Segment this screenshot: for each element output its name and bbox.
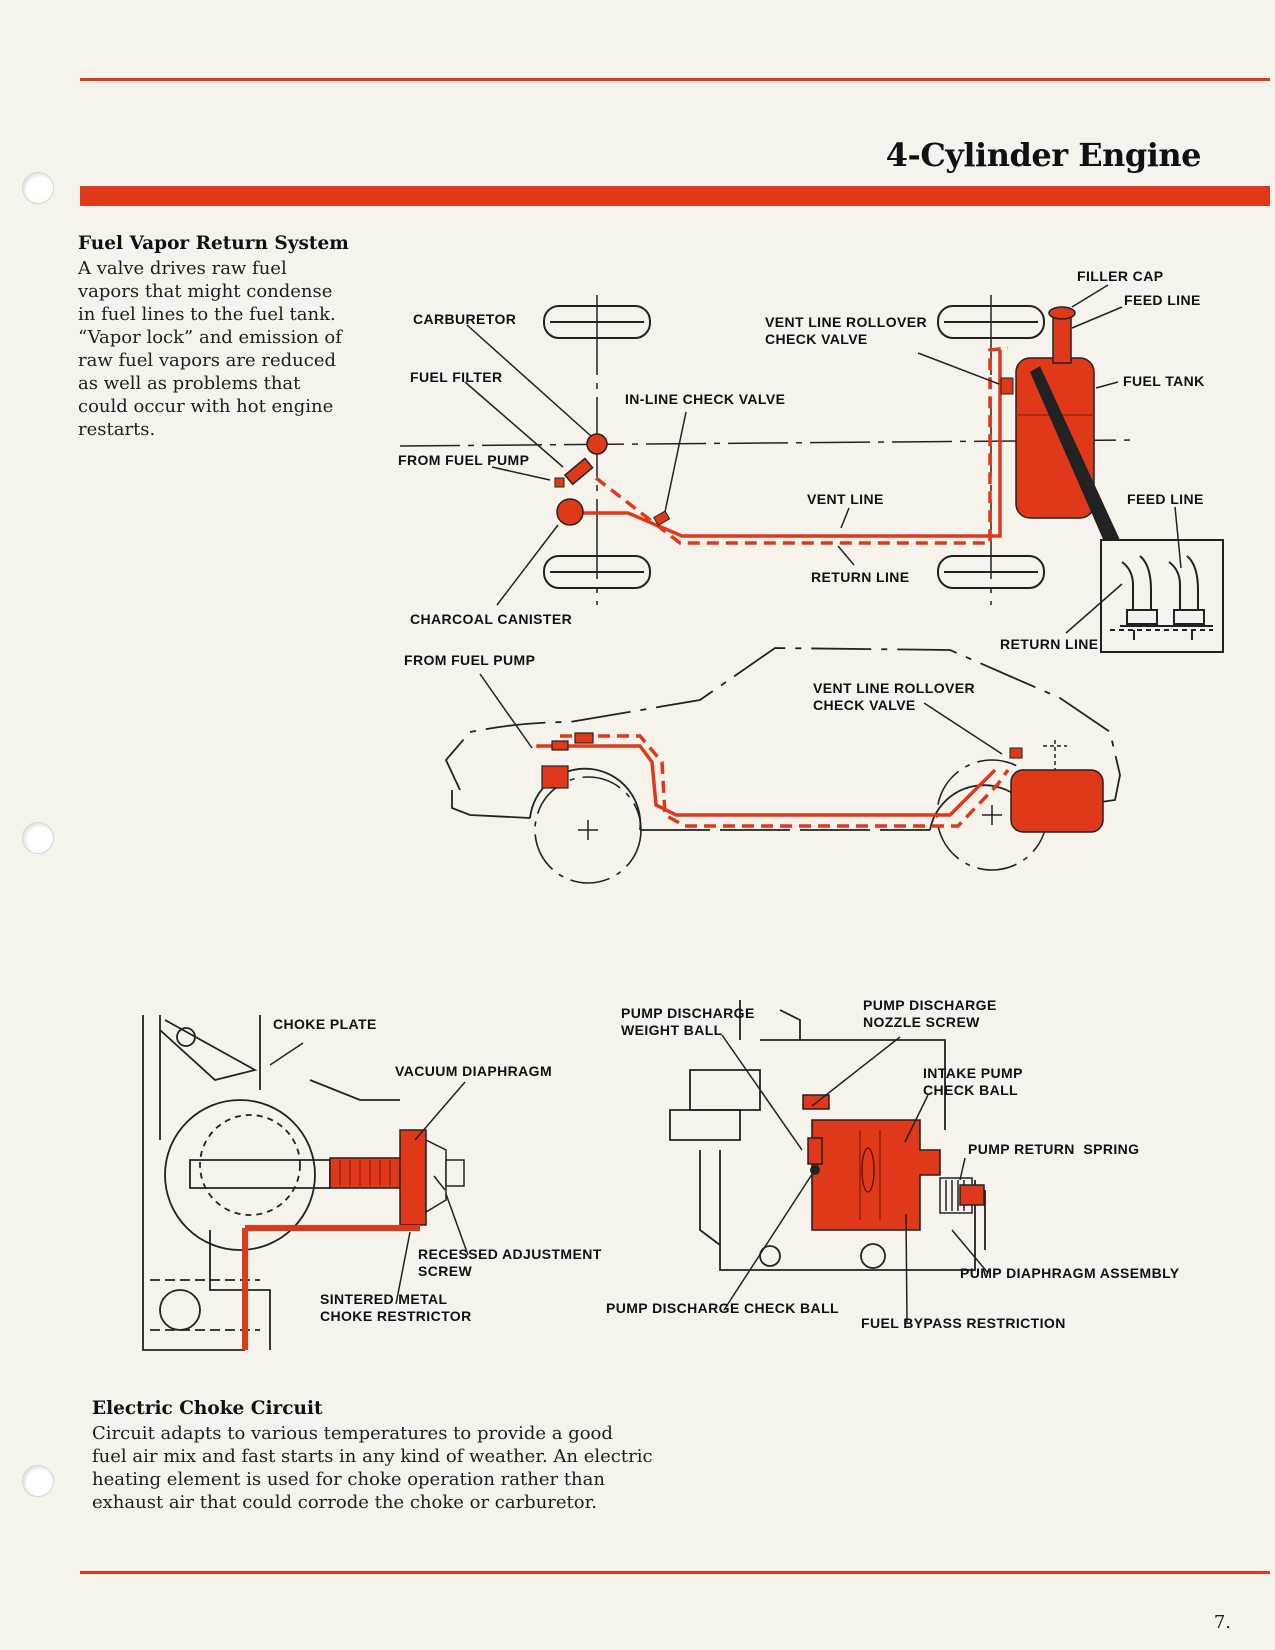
label-filler-cap: FILLER CAP bbox=[1077, 268, 1164, 284]
label-fuel-tank: FUEL TANK bbox=[1123, 373, 1205, 389]
label-pump-discharge-weight-ball: PUMP DISCHARGE WEIGHT BALL bbox=[621, 1005, 755, 1038]
label-feed-line-inset: FEED LINE bbox=[1127, 491, 1204, 507]
fuel-vapor-heading: Fuel Vapor Return System bbox=[78, 233, 349, 254]
label-charcoal-canister: CHARCOAL CANISTER bbox=[410, 611, 573, 627]
label-feed-line-top: FEED LINE bbox=[1124, 292, 1201, 308]
label-return-line: RETURN LINE bbox=[811, 569, 910, 585]
label-carburetor: CARBURETOR bbox=[413, 311, 517, 327]
label-from-fuel-pump-side: FROM FUEL PUMP bbox=[404, 652, 536, 668]
label-in-line-check-valve: IN-LINE CHECK VALVE bbox=[625, 391, 786, 407]
binder-hole-top bbox=[22, 172, 54, 204]
electric-choke-body: Circuit adapts to various temperatures t… bbox=[92, 1423, 653, 1513]
label-vent-line-rollover-check-valve-top: VENT LINE ROLLOVER CHECK VALVE bbox=[765, 314, 927, 347]
label-choke-plate: CHOKE PLATE bbox=[273, 1016, 377, 1032]
label-pump-diaphragm-assembly: PUMP DIAPHRAGM ASSEMBLY bbox=[960, 1265, 1180, 1281]
label-vent-line: VENT LINE bbox=[807, 491, 884, 507]
binder-hole-bottom bbox=[22, 1465, 54, 1497]
label-fuel-bypass-restriction: FUEL BYPASS RESTRICTION bbox=[861, 1315, 1066, 1331]
label-return-line-inset: RETURN LINE bbox=[1000, 636, 1099, 652]
label-recessed-adjustment-screw: RECESSED ADJUSTMENT SCREW bbox=[418, 1246, 602, 1279]
binder-hole-middle bbox=[22, 822, 54, 854]
page-title: 4-Cylinder Engine bbox=[885, 136, 1202, 174]
label-intake-pump-check-ball: INTAKE PUMP CHECK BALL bbox=[923, 1065, 1023, 1098]
label-pump-discharge-check-ball: PUMP DISCHARGE CHECK BALL bbox=[606, 1300, 839, 1316]
label-vacuum-diaphragm: VACUUM DIAPHRAGM bbox=[395, 1063, 553, 1079]
label-from-fuel-pump-top: FROM FUEL PUMP bbox=[398, 452, 530, 468]
bottom-rule bbox=[80, 1571, 1270, 1574]
label-pump-return-spring: PUMP RETURN SPRING bbox=[968, 1141, 1140, 1157]
label-fuel-filter: FUEL FILTER bbox=[410, 369, 503, 385]
page-number: 7. bbox=[1213, 1612, 1231, 1633]
label-vent-line-rollover-check-valve-side: VENT LINE ROLLOVER CHECK VALVE bbox=[813, 680, 975, 713]
label-sintered-metal-choke-restrictor: SINTERED METAL CHOKE RESTRICTOR bbox=[320, 1291, 472, 1324]
label-pump-discharge-nozzle-screw: PUMP DISCHARGE NOZZLE SCREW bbox=[863, 997, 997, 1030]
top-rule bbox=[80, 78, 1270, 81]
fuel-vapor-body: A valve drives raw fuel vapors that migh… bbox=[78, 258, 342, 440]
electric-choke-heading: Electric Choke Circuit bbox=[92, 1398, 323, 1419]
title-band bbox=[80, 186, 1270, 206]
